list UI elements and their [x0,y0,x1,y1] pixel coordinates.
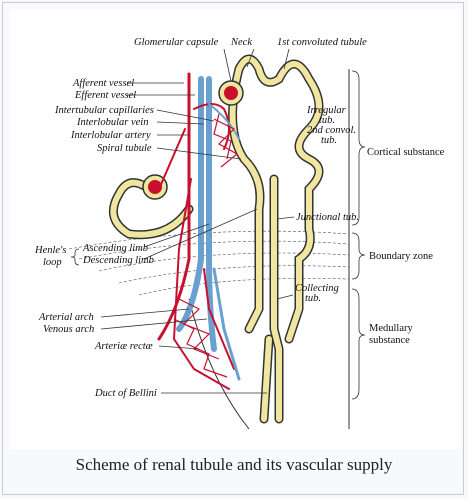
label-venous-arch: Venous arch [43,324,94,335]
label-duct-of-bellini: Duct of Bellini [94,388,157,399]
diagram-svg: Glomerular capsule Neck 1st convoluted t… [9,9,461,449]
label-cortical-substance: Cortical substance [367,147,445,158]
label-afferent-vessel: Afferent vessel [72,78,134,89]
label-interlobular-artery: Interlobular artery [70,130,151,141]
label-ascending-limb: Ascending limb [82,243,148,254]
label-glomerular-capsule: Glomerular capsule [134,37,219,48]
label-efferent-vessel: Efferent vessel [74,90,136,101]
figure-frame: Glomerular capsule Neck 1st convoluted t… [2,2,464,495]
label-junctional-tub: Junctional tub. [296,212,359,223]
renal-tubule-diagram: Glomerular capsule Neck 1st convoluted t… [9,9,461,449]
label-first-convoluted-tubule: 1st convoluted tubule [277,37,367,48]
figure-caption: Scheme of renal tubule and its vascular … [3,455,465,475]
glomerulus-upper-tuft [224,86,238,100]
label-second-convoluted-tub-2: tub. [321,135,337,146]
medulla-left-edge [189,299,249,429]
label-arteriae-rectae: Arteriæ rectæ [94,341,153,352]
label-descending-limb: Descending limb [82,255,154,266]
label-arterial-arch: Arterial arch [38,312,94,323]
label-boundary-zone: Boundary zone [369,251,433,262]
label-spiral-tubule: Spiral tubule [97,143,152,154]
label-neck: Neck [230,37,252,48]
label-interlobular-vein: Interlobular vein [76,117,148,128]
label-henles-loop-2: loop [43,257,62,268]
label-collecting-tub-2: tub. [305,293,321,304]
label-medullary: Medullary [369,323,413,334]
label-henles-loop-1: Henle's [34,245,66,256]
label-intertubular-capillaries: Intertubular capillaries [54,105,154,116]
label-medullary-substance: substance [369,335,410,346]
